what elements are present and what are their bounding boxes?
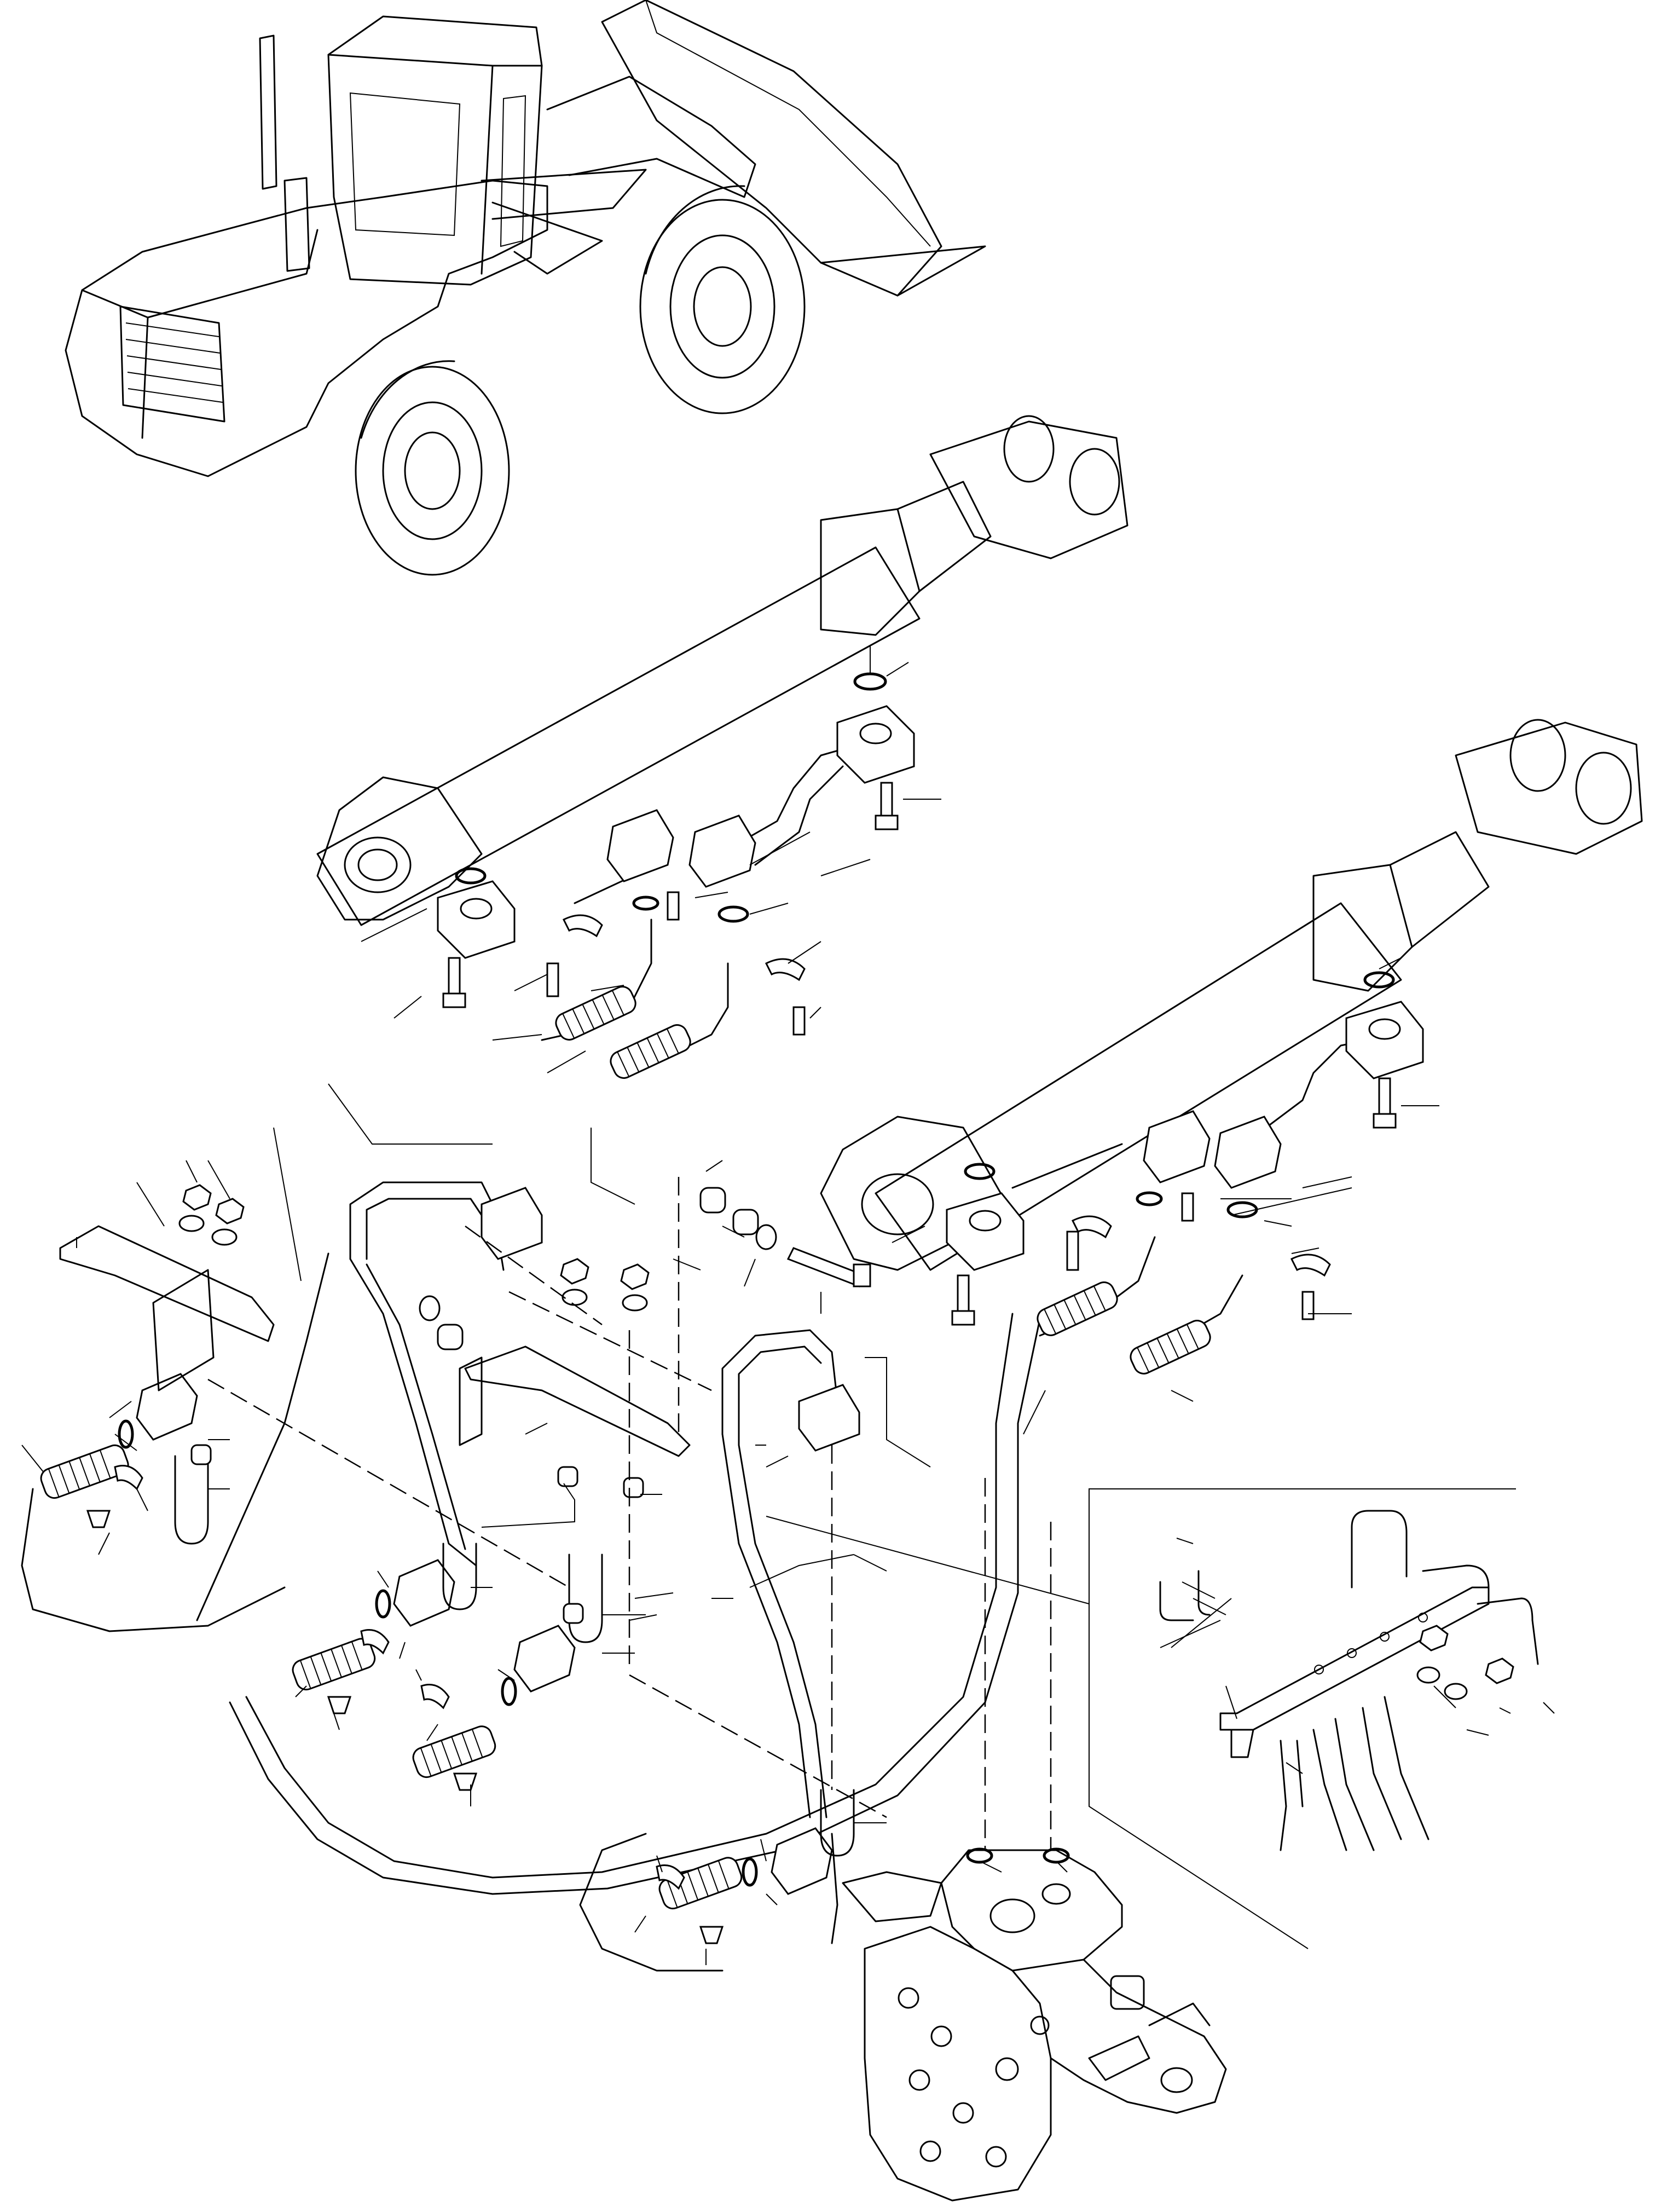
bolt-icon bbox=[86, 782, 1397, 1944]
hydraulic-cylinder-left bbox=[316, 415, 1128, 926]
control-valve-icon bbox=[842, 1849, 1227, 2202]
wheel-loader-icon bbox=[65, 0, 986, 576]
center-lines bbox=[207, 1177, 1052, 1850]
leader-lines bbox=[21, 646, 1555, 1965]
u-bolt-icon bbox=[174, 1455, 855, 1857]
clamp-icon bbox=[114, 914, 1331, 1890]
split-flange-icon bbox=[136, 705, 1424, 1895]
hose-icon bbox=[40, 986, 1211, 1910]
inset-bracket-detail bbox=[1089, 1488, 1539, 1949]
hydraulic-cylinder-right bbox=[820, 719, 1643, 1271]
nut-icon bbox=[59, 1184, 777, 1624]
o-ring-icon bbox=[118, 672, 1395, 1887]
